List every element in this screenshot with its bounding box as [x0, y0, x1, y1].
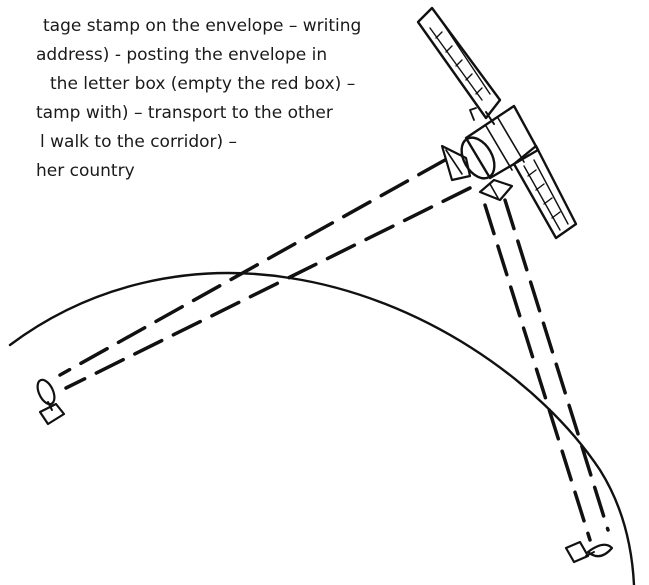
body-band: [486, 126, 512, 170]
panel-line: [442, 22, 490, 94]
ground-dish-base: [566, 542, 588, 562]
signal-beam-right-right: [505, 200, 608, 530]
satellite-dish-bottom: [480, 180, 512, 200]
earth-horizon-curve: [10, 273, 634, 585]
satellite-icon: [418, 8, 576, 238]
satellite-dish-icon: [566, 542, 612, 562]
body-band: [498, 118, 524, 162]
ground-dish-right: [588, 545, 612, 556]
signal-beam-left-right: [485, 205, 590, 540]
signal-beam-upper-left: [60, 160, 445, 375]
panel-grid: [528, 170, 560, 218]
panel-grid: [436, 32, 482, 94]
satellite-body: [466, 106, 538, 178]
antenna-stub: [470, 108, 476, 120]
ground-dish-left: [34, 377, 58, 406]
ground-dish-base: [40, 404, 64, 424]
satellite-dish-icon: [34, 377, 64, 424]
